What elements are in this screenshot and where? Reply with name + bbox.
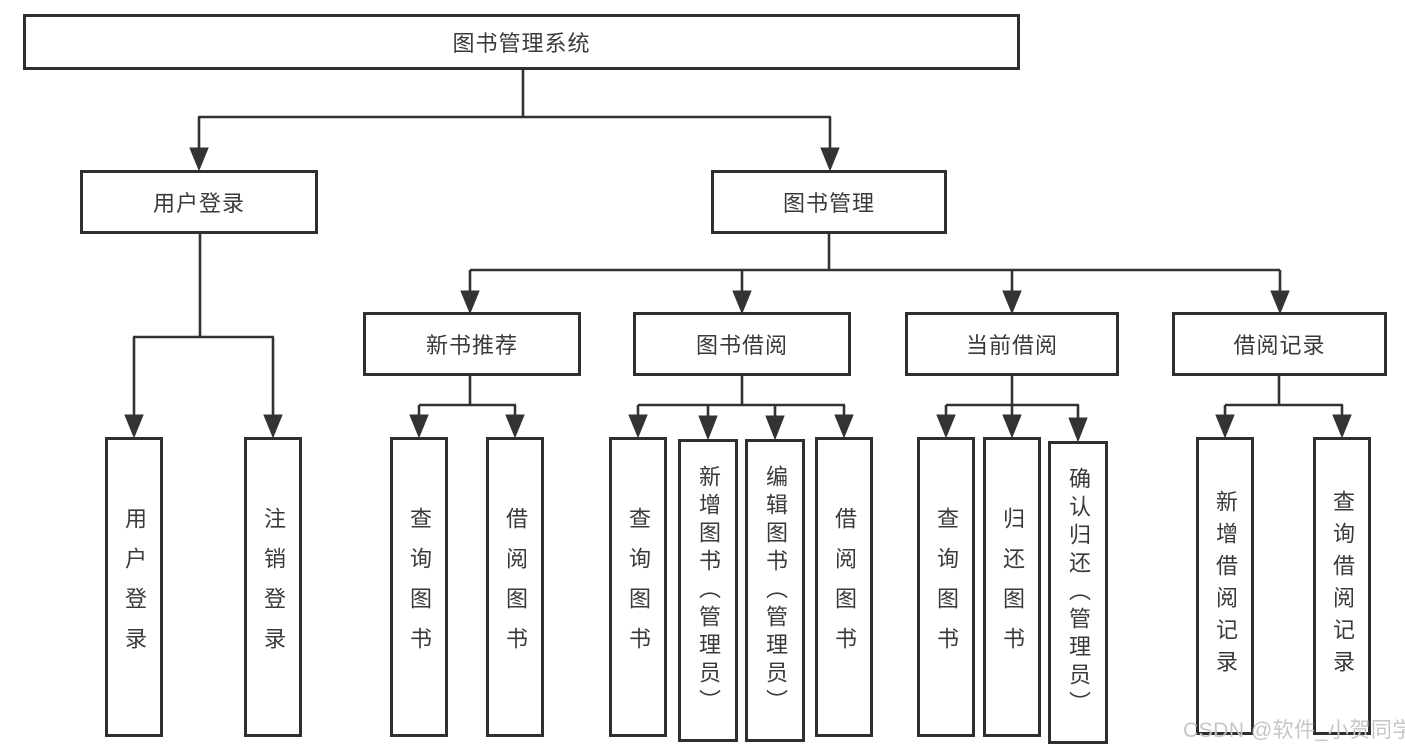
arrow-down-icon (1068, 417, 1088, 443)
arrow-down-icon (936, 414, 956, 439)
arrow-down-icon (505, 414, 525, 439)
arrow-down-icon (765, 415, 785, 441)
node-label: 查询图书 (626, 507, 651, 667)
arrow-down-icon (698, 415, 718, 441)
arrow-down-icon (628, 414, 648, 439)
arrow-down-icon (124, 414, 144, 439)
node-label: 查询借阅记录 (1330, 490, 1355, 682)
node-user-login: 用户登录 (80, 170, 318, 234)
node-label: 新增图书（管理员） (696, 464, 721, 717)
leaf-confirm-return-admin: 确认归还（管理员） (1048, 441, 1108, 744)
connector-book-mgmt-to-level3 (460, 234, 1290, 315)
leaf-query-books-borrowing: 查询图书 (609, 437, 667, 737)
arrow-down-icon (460, 290, 480, 315)
node-borrowing-records: 借阅记录 (1172, 312, 1387, 376)
leaf-query-borrow-record: 查询借阅记录 (1313, 437, 1371, 735)
node-label: 借阅图书 (503, 507, 528, 667)
connector-user-login-to-leaves (124, 234, 283, 439)
node-label: 新增借阅记录 (1213, 490, 1238, 682)
node-book-management: 图书管理 (711, 170, 947, 234)
leaf-logout-login: 注销登录 (244, 437, 302, 737)
leaf-edit-books-admin: 编辑图书（管理员） (745, 439, 805, 742)
arrow-down-icon (263, 414, 283, 439)
node-label: 查询图书 (407, 507, 432, 667)
node-label: 注销登录 (261, 507, 286, 667)
leaf-query-books-current: 查询图书 (917, 437, 975, 737)
node-label: 图书管理 (782, 191, 875, 216)
arrow-down-icon (834, 414, 854, 439)
leaf-borrow-books-borrowing: 借阅图书 (815, 437, 873, 737)
node-label: 查询图书 (934, 507, 959, 667)
connector-root-to-level2 (189, 70, 840, 172)
node-current-borrowing: 当前借阅 (905, 312, 1119, 376)
node-label: 图书借阅 (695, 333, 788, 358)
arrow-down-icon (189, 147, 209, 172)
leaf-borrow-books-recommend: 借阅图书 (486, 437, 544, 737)
leaf-query-books-recommend: 查询图书 (390, 437, 448, 737)
arrow-down-icon (1332, 414, 1352, 439)
node-label: 编辑图书（管理员） (763, 464, 788, 717)
leaf-user-login: 用户登录 (105, 437, 163, 737)
connector-new-book-rec-to-leaves (409, 376, 525, 439)
node-new-book-recommendation: 新书推荐 (363, 312, 581, 376)
arrow-down-icon (1215, 414, 1235, 439)
arrow-down-icon (409, 414, 429, 439)
node-label: 借阅图书 (832, 507, 857, 667)
connector-borrow-records-to-leaves (1215, 376, 1352, 439)
node-label: 图书管理系统 (452, 31, 591, 56)
node-label: 用户登录 (152, 191, 245, 216)
arrow-down-icon (732, 290, 752, 315)
node-label: 当前借阅 (965, 333, 1058, 358)
node-label: 新书推荐 (425, 333, 518, 358)
leaf-add-books-admin: 新增图书（管理员） (678, 439, 738, 742)
watermark-text: CSDN @软件_小贺同学 (1183, 719, 1405, 742)
connector-book-borrow-to-leaves (628, 376, 854, 441)
node-library-management-system: 图书管理系统 (23, 14, 1020, 70)
node-book-borrowing: 图书借阅 (633, 312, 851, 376)
arrow-down-icon (820, 147, 840, 172)
node-label: 用户登录 (122, 507, 147, 667)
node-label: 确认归还（管理员） (1066, 466, 1091, 719)
node-label: 归还图书 (1000, 507, 1025, 667)
arrow-down-icon (1002, 290, 1022, 315)
node-label: 借阅记录 (1233, 333, 1326, 358)
leaf-add-borrow-record: 新增借阅记录 (1196, 437, 1254, 735)
leaf-return-books: 归还图书 (983, 437, 1041, 737)
arrow-down-icon (1270, 290, 1290, 315)
arrow-down-icon (1002, 414, 1022, 439)
connector-current-borrow-to-leaves (936, 376, 1088, 443)
